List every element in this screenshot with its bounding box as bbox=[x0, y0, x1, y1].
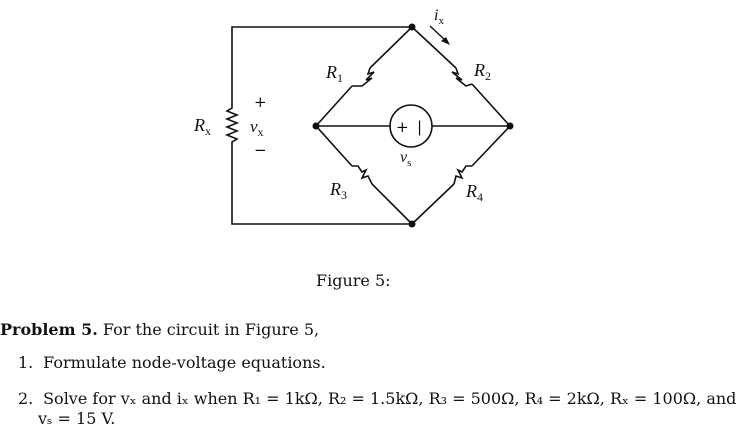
circuit-diagram: R1 R2 R3 R4 Rx + vx − + | vs ix bbox=[193, 7, 514, 228]
node-bottom bbox=[408, 220, 416, 228]
node-right bbox=[506, 122, 514, 130]
current-arrow-ix bbox=[429, 25, 450, 45]
list-item-1: 1. Formulate node-voltage equations. bbox=[18, 353, 326, 372]
label-r2: R2 bbox=[473, 60, 491, 83]
source-plus: + bbox=[396, 118, 409, 136]
list-item-2: 2. Solve for vₓ and iₓ when R₁ = 1kΩ, R₂… bbox=[18, 389, 736, 408]
wire-r4 bbox=[411, 125, 511, 225]
label-vx-minus: − bbox=[254, 141, 267, 159]
item1-number: 1. bbox=[18, 353, 34, 372]
resistor-r1 bbox=[352, 67, 375, 87]
problem-statement: Problem 5. For the circuit in Figure 5, bbox=[0, 320, 319, 339]
resistor-r2 bbox=[451, 67, 473, 87]
source-minus: | bbox=[417, 118, 422, 136]
node-top bbox=[408, 23, 416, 31]
label-vx-plus: + bbox=[254, 93, 267, 111]
resistor-r4 bbox=[453, 165, 472, 185]
problem-intro: For the circuit in Figure 5, bbox=[102, 320, 320, 339]
label-r4: R4 bbox=[465, 181, 483, 204]
label-ix: ix bbox=[434, 7, 444, 27]
wire-r1 bbox=[315, 26, 413, 127]
label-r1: R1 bbox=[325, 62, 343, 85]
resistor-r3 bbox=[352, 165, 373, 185]
label-vx: vx bbox=[250, 117, 264, 139]
wire-r3 bbox=[315, 125, 413, 225]
label-r3: R3 bbox=[329, 179, 347, 202]
wire-top bbox=[231, 26, 412, 104]
node-left bbox=[312, 122, 320, 130]
problem-title: Problem 5. bbox=[0, 320, 98, 339]
label-vs: vs bbox=[400, 149, 411, 169]
label-rx: Rx bbox=[193, 115, 211, 138]
wire-bottom bbox=[231, 146, 412, 225]
item2-number: 2. bbox=[18, 389, 34, 408]
wire-r2 bbox=[411, 26, 511, 127]
figure-caption: Figure 5: bbox=[316, 271, 391, 290]
voltage-source bbox=[389, 104, 433, 148]
item1-text: Formulate node-voltage equations. bbox=[43, 353, 326, 372]
resistor-rx bbox=[224, 104, 240, 146]
item2-text: Solve for vₓ and iₓ when R₁ = 1kΩ, R₂ = … bbox=[43, 389, 736, 408]
list-item-2-continuation: vₛ = 15 V. bbox=[38, 409, 116, 428]
